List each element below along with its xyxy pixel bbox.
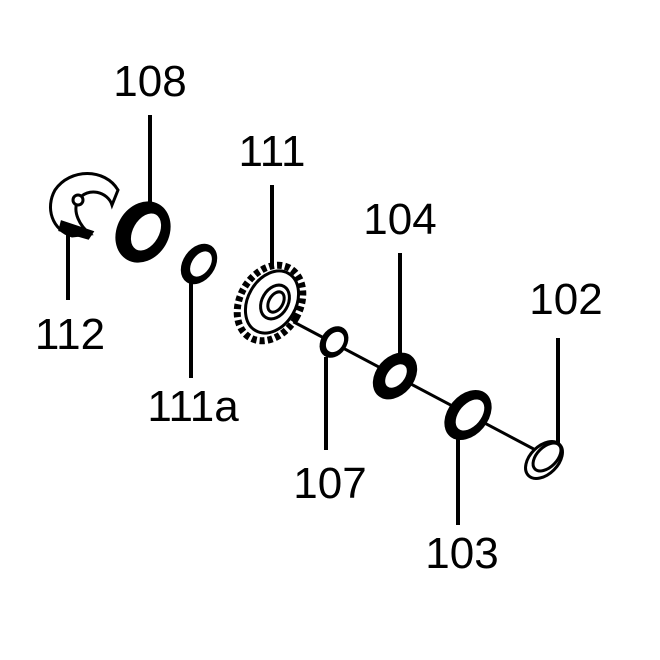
part-111-gear (233, 261, 307, 345)
label-111: 111 (238, 127, 306, 176)
part-108-seal (115, 201, 171, 263)
part-111a-washer (180, 243, 218, 285)
part-102-cap (524, 440, 564, 480)
part-112-clip (49, 172, 120, 240)
label-111a: 111a (147, 382, 239, 431)
label-103: 103 (425, 529, 499, 578)
label-107: 107 (293, 459, 367, 508)
label-102: 102 (529, 275, 603, 324)
label-108: 108 (113, 57, 187, 106)
part-103-seal (444, 389, 492, 441)
label-112: 112 (34, 310, 106, 359)
part-107-washer (319, 326, 349, 358)
label-104: 104 (363, 195, 437, 244)
part-104-bearing (372, 352, 418, 400)
